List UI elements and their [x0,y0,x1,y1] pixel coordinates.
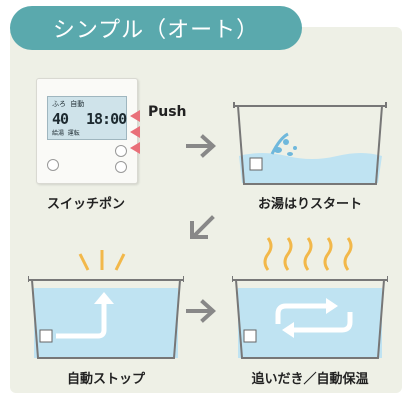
sparkle-lines [78,250,126,271]
arrow-down-left-icon [190,215,215,239]
power-button[interactable] [47,159,59,171]
step2-caption: お湯はりスタート [257,197,362,212]
arrow-right-icon [186,299,216,323]
push-arrows [130,110,140,154]
bathtub-full-illustration [28,276,184,359]
controller-display: ふろ 自動 40 18:00 給湯 運転 [47,96,127,140]
display-temperature: 40 [52,110,69,128]
display-bottom-text: 給湯 運転 [52,130,80,137]
page-title: シンプル（オート） [52,18,260,43]
step1-caption: スイッチポン [46,197,125,212]
step3-caption: 自動ストップ [66,372,145,387]
bath-remote-controller: ふろ 自動 40 18:00 給湯 運転 [36,78,138,184]
title-tab: シンプル（オート） [10,6,302,50]
bathtub-reheat-illustration [232,276,388,359]
bathtub-filling-illustration [233,102,387,185]
display-top-text: ふろ 自動 [52,100,85,108]
arrow-right-icon [186,134,216,158]
steam-icon [263,237,353,271]
auto-button[interactable] [115,145,127,157]
push-label: Push [148,104,187,120]
step4-caption: 追いだき／自動保温 [251,372,369,387]
reheat-button[interactable] [115,161,127,173]
display-time: 18:00 [86,110,127,128]
